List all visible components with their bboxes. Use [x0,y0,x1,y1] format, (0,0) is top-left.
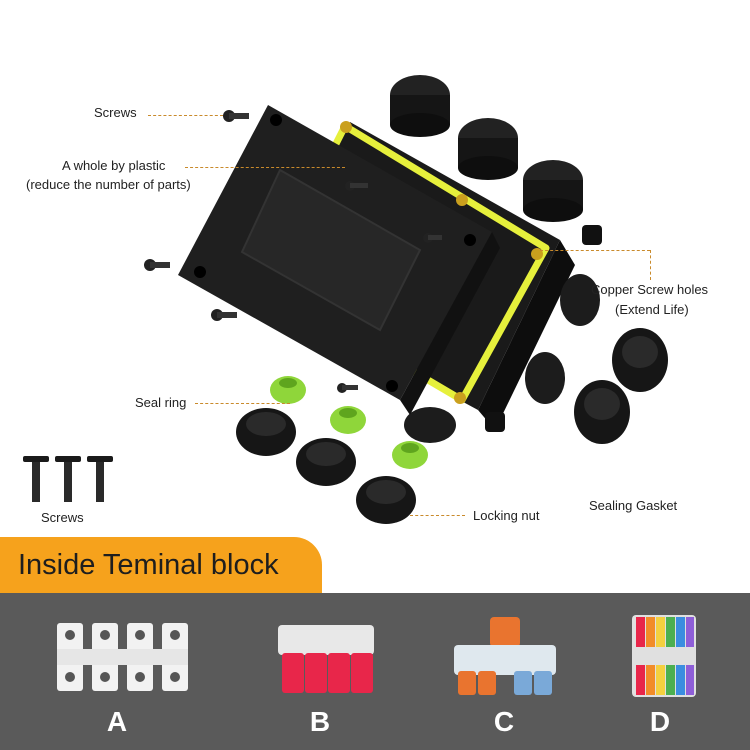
locking-nuts [236,328,668,524]
junction-box-lid [178,105,500,415]
callout-copper-line1: Copper Screw holes [591,282,709,297]
callout-locking-nut: Locking nut [473,508,540,523]
callout-sealing-gasket: Sealing Gasket [589,498,678,513]
terminal-block-b-image [278,625,374,693]
terminal-block-d-image [632,615,696,697]
leader-locking-nut [410,515,465,516]
leader-copper [540,250,650,251]
spare-screws [23,456,113,502]
terminal-block-panel: A B C D [0,593,750,750]
section-banner: Inside Teminal block [0,537,322,593]
callout-seal-ring: Seal ring [135,395,187,410]
banner-title: Inside Teminal block [18,549,279,581]
leader-screws [148,115,223,116]
side-cable-glands [404,274,600,443]
callout-plastic-line2: (reduce the number of parts) [26,177,191,192]
leader-copper-vertical [650,250,651,280]
top-cable-glands [390,75,583,222]
callout-screws-bottom: Screws [41,510,84,525]
seal-rings [270,376,428,469]
terminal-block-a-label: A [106,706,128,737]
leader-seal-ring [195,403,290,404]
callout-screws-top: Screws [94,105,137,120]
loose-screws [144,110,442,393]
callout-copper-line2: (Extend Life) [615,302,689,317]
leader-plastic [185,167,345,168]
terminal-block-b-label: B [309,706,331,737]
terminal-block-c-image [454,617,556,695]
terminal-block-d-label: D [649,706,671,737]
callout-plastic-line1: A whole by plastic [62,158,166,173]
junction-box-graphic [23,75,668,524]
terminal-block-c-label: C [493,706,515,737]
terminal-block-a-image [57,623,188,691]
